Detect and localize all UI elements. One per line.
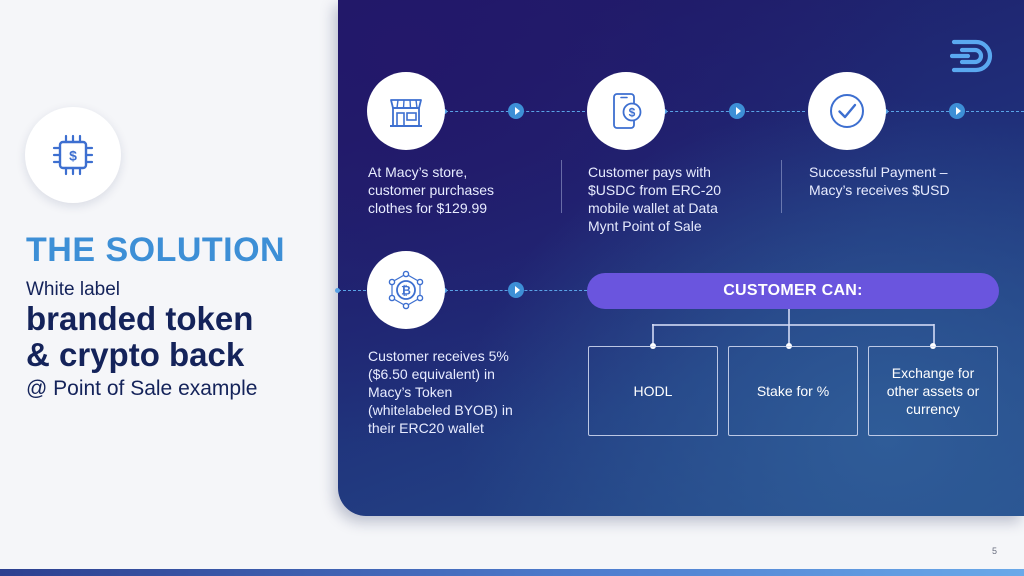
step-2-line: mobile wallet at Data <box>588 200 718 216</box>
step-1-text: At Macy’s store, customer purchases clot… <box>368 163 548 217</box>
step-4-text: Customer receives 5% ($6.50 equivalent) … <box>368 347 558 437</box>
connector-dot <box>335 288 340 293</box>
step-4-line: Macy’s Token <box>368 384 453 400</box>
bottom-accent-bar <box>0 569 1024 576</box>
arrow-right-icon <box>729 103 745 119</box>
solution-headline: branded token & crypto back <box>26 301 253 373</box>
step-1-line: clothes for $129.99 <box>368 200 488 216</box>
mobile-payment-icon: $ <box>587 72 665 150</box>
tree-leg <box>933 324 935 346</box>
step-4-line: ($6.50 equivalent) in <box>368 366 495 382</box>
store-icon <box>367 72 445 150</box>
customer-can-label: CUSTOMER CAN: <box>587 273 999 309</box>
step-4-line: (whitelabeled BYOB) in <box>368 402 513 418</box>
solution-title: THE SOLUTION <box>26 231 286 269</box>
option-hodl: HODL <box>588 346 718 436</box>
option-label: currency <box>906 401 960 417</box>
headline-line-1: branded token <box>26 300 254 337</box>
step-2-line: Customer pays with <box>588 164 711 180</box>
checkmark-icon <box>808 72 886 150</box>
option-exchange: Exchange for other assets or currency <box>868 346 998 436</box>
step-2-line: $USDC from ERC-20 <box>588 182 722 198</box>
svg-text:$: $ <box>69 148 77 164</box>
tree-stem <box>788 309 790 345</box>
step-4-line: their ERC20 wallet <box>368 420 484 436</box>
step-1-line: At Macy’s store, <box>368 164 468 180</box>
headline-line-2: & crypto back <box>26 336 245 373</box>
data-mynt-logo <box>950 39 993 73</box>
option-label: Exchange for <box>891 365 975 381</box>
step-1-line: customer purchases <box>368 182 495 198</box>
option-label: Stake for % <box>756 383 830 399</box>
svg-text:$: $ <box>629 106 636 120</box>
svg-text:₿: ₿ <box>401 284 411 298</box>
tree-branch <box>652 324 934 326</box>
bitcoin-network-icon: ₿ <box>367 251 445 329</box>
chip-dollar-icon: $ <box>25 107 121 203</box>
option-label: other assets or <box>886 383 980 399</box>
step-3-line: Macy’s receives $USD <box>809 182 950 198</box>
arrow-right-icon <box>508 282 524 298</box>
divider <box>781 160 782 213</box>
step-3-text: Successful Payment – Macy’s receives $US… <box>809 163 1009 199</box>
step-4-line: Customer receives 5% <box>368 348 509 364</box>
connector-line <box>338 290 366 291</box>
arrow-right-icon <box>508 103 524 119</box>
solution-subtitle: White label <box>26 279 120 300</box>
solution-tagline: @ Point of Sale example <box>26 377 258 400</box>
step-2-text: Customer pays with $USDC from ERC-20 mob… <box>588 163 773 235</box>
option-label: HODL <box>633 383 673 399</box>
arrow-right-icon <box>949 103 965 119</box>
step-3-line: Successful Payment – <box>809 164 948 180</box>
option-stake: Stake for % <box>728 346 858 436</box>
divider <box>561 160 562 213</box>
page-number: 5 <box>992 546 998 556</box>
tree-leg <box>652 324 654 346</box>
step-2-line: Mynt Point of Sale <box>588 218 702 234</box>
flow-panel <box>338 0 1024 516</box>
